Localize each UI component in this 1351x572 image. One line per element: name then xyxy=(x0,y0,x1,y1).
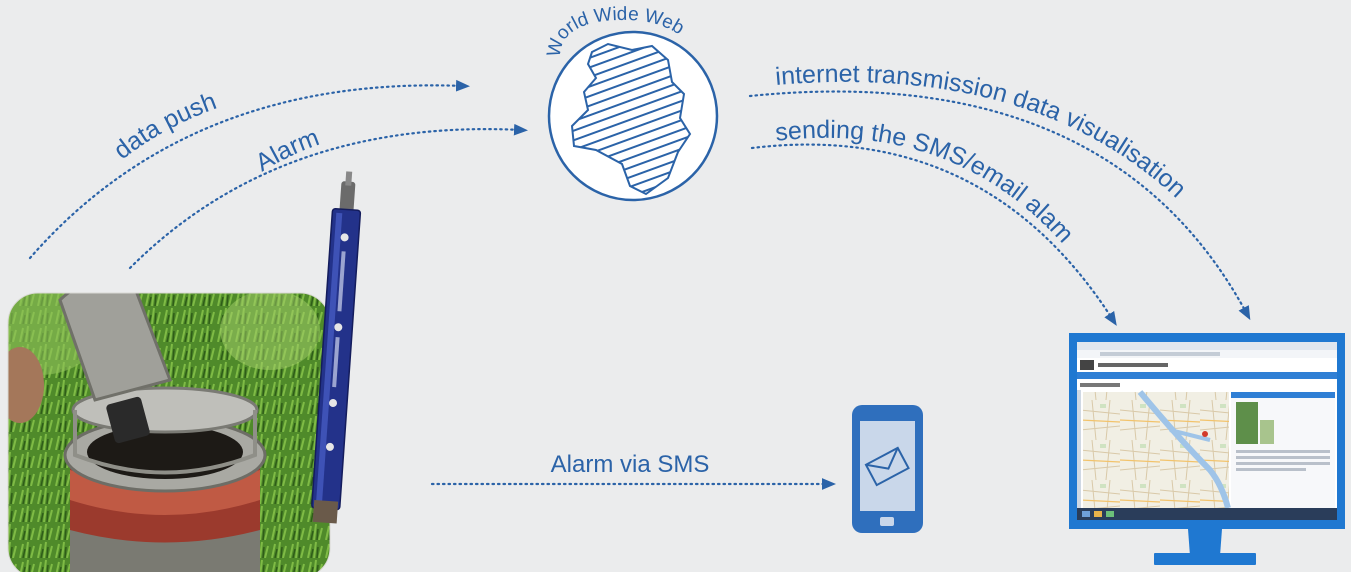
alarm-arc xyxy=(128,123,528,270)
sensor-probe-photo xyxy=(7,171,362,572)
smartphone-icon xyxy=(852,405,923,533)
globe-icon xyxy=(547,30,719,202)
monitor-icon xyxy=(1069,333,1345,565)
envelope-icon xyxy=(864,446,910,487)
internet-transmission-arc xyxy=(748,90,1251,321)
alarm-via-sms-label: Alarm via SMS xyxy=(551,451,710,478)
alarm-label: Alarm xyxy=(251,123,323,177)
data-push-arc xyxy=(28,79,470,260)
data-push-label: data push xyxy=(109,87,220,165)
sending-sms-label: sending the SMS/email alam xyxy=(774,116,1079,248)
sending-sms-arc xyxy=(750,143,1117,326)
